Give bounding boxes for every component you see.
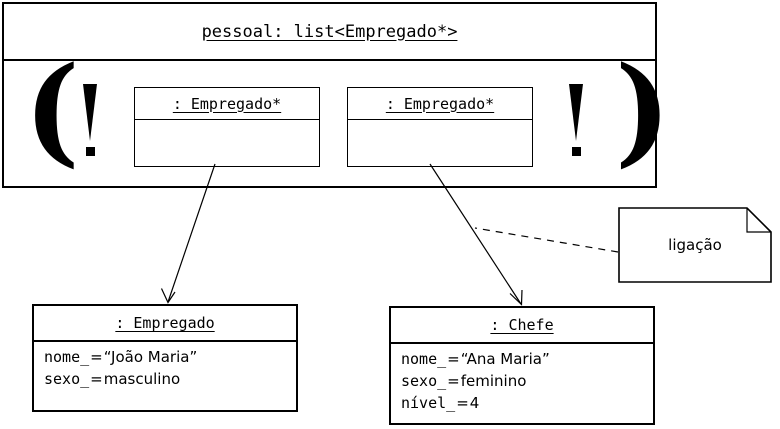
collection-element-1-title: : Empregado*	[348, 88, 532, 119]
collection-element-0[interactable]: : Empregado*	[134, 87, 320, 167]
object-box-empregado[interactable]: : Empregado nome_=“João Maria” sexo_=mas…	[32, 304, 298, 412]
attribute-value: 4	[469, 394, 480, 412]
exclamation-stem	[569, 84, 583, 141]
open-parenthesis-symbol: (	[24, 40, 80, 179]
note-outline-icon	[618, 207, 772, 283]
object-chefe-attributes: nome_=“Ana Maria” sexo_=feminino nível_=…	[401, 348, 647, 414]
exclamation-dot	[572, 147, 581, 156]
attribute-value: “João Maria”	[103, 348, 198, 366]
left-exclamation-icon	[83, 84, 98, 156]
note-shape[interactable]: ligação	[618, 207, 772, 283]
attribute-row: sexo_=feminino	[401, 370, 647, 392]
attribute-name: nível_	[401, 394, 456, 412]
attribute-name: nome_	[44, 348, 90, 366]
attribute-value: feminino	[460, 372, 527, 390]
object-empregado-attributes: nome_=“João Maria” sexo_=masculino	[44, 346, 290, 390]
collection-box[interactable]: pessoal: list<Empregado*> ( : Empregado*…	[2, 2, 671, 188]
collection-title: pessoal: list<Empregado*>	[4, 4, 655, 59]
attribute-equals: =	[90, 370, 103, 388]
attribute-name: nome_	[401, 350, 447, 368]
attribute-equals: =	[447, 372, 460, 390]
object-empregado-title: : Empregado	[34, 306, 296, 340]
attribute-name: sexo_	[401, 372, 447, 390]
right-exclamation-icon	[569, 84, 584, 156]
attribute-equals: =	[456, 394, 469, 412]
object-empregado-label: : Empregado	[115, 314, 215, 332]
close-parenthesis-symbol: )	[615, 40, 671, 179]
attribute-equals: =	[447, 350, 460, 368]
attribute-value: “Ana Maria”	[460, 350, 550, 368]
attribute-row: nome_=“João Maria”	[44, 346, 290, 368]
object-chefe-label: : Chefe	[490, 316, 554, 334]
note-anchor-line	[474, 227, 619, 253]
attribute-row: sexo_=masculino	[44, 368, 290, 390]
attribute-row: nome_=“Ana Maria”	[401, 348, 647, 370]
object-empregado-divider	[34, 340, 296, 342]
collection-element-0-divider	[135, 119, 319, 120]
collection-element-1[interactable]: : Empregado*	[347, 87, 533, 167]
attribute-equals: =	[90, 348, 103, 366]
collection-title-label: pessoal: list<Empregado*>	[201, 21, 458, 42]
attribute-name: sexo_	[44, 370, 90, 388]
collection-element-0-label: : Empregado*	[172, 94, 282, 113]
collection-element-1-label: : Empregado*	[385, 94, 495, 113]
object-box-chefe[interactable]: : Chefe nome_=“Ana Maria” sexo_=feminino…	[389, 306, 655, 425]
note-text: ligação	[668, 236, 722, 254]
collection-element-1-divider	[348, 119, 532, 120]
exclamation-dot	[86, 147, 95, 156]
attribute-row: nível_=4	[401, 392, 647, 414]
collection-divider	[4, 59, 655, 61]
object-chefe-divider	[391, 342, 653, 344]
exclamation-stem	[83, 84, 97, 141]
collection-element-0-title: : Empregado*	[135, 88, 319, 119]
object-chefe-title: : Chefe	[391, 308, 653, 342]
attribute-value: masculino	[103, 370, 181, 388]
